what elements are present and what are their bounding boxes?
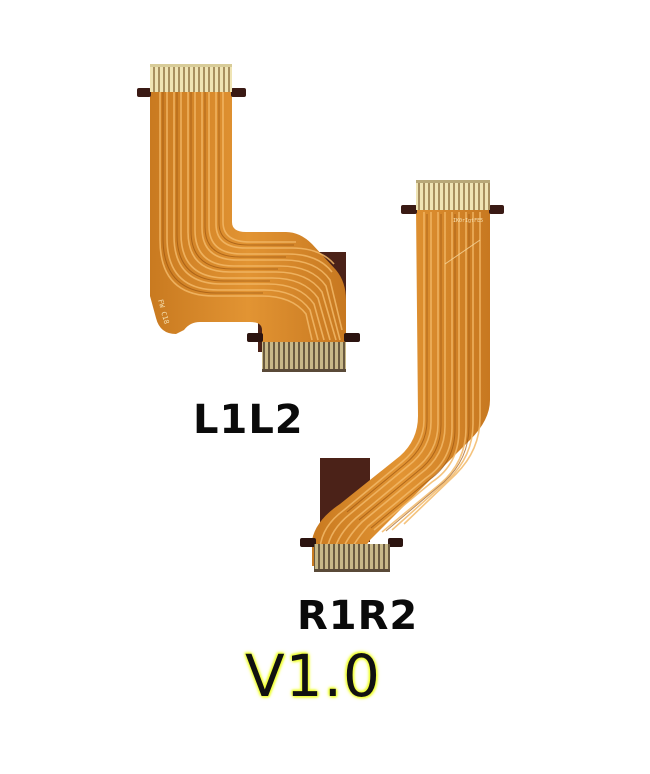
right-cable-silkscreen: IK0rIgtFE5 (453, 218, 483, 224)
left-cable-body (150, 84, 346, 346)
left-top-tab-left (137, 88, 151, 97)
right-cable-label: R1R2 (297, 593, 419, 639)
right-bottom-connector (314, 544, 390, 572)
left-flex-cable: FW C18 (137, 64, 360, 372)
right-top-tab-left (401, 205, 417, 214)
left-bottom-tab-right (344, 333, 360, 342)
left-top-connector (150, 64, 232, 92)
right-top-tab-right (489, 205, 504, 214)
left-top-tab-right (231, 88, 246, 97)
left-bottom-tab-left (247, 333, 263, 342)
right-bottom-tab-right (388, 538, 403, 547)
right-flex-cable: IK0rIgtFE5 (300, 180, 504, 572)
right-top-connector (416, 180, 490, 210)
left-bottom-connector (262, 342, 346, 372)
version-label: V1.0 (245, 642, 381, 710)
left-cable-label: L1L2 (193, 397, 304, 443)
right-bottom-tab-left (300, 538, 316, 547)
